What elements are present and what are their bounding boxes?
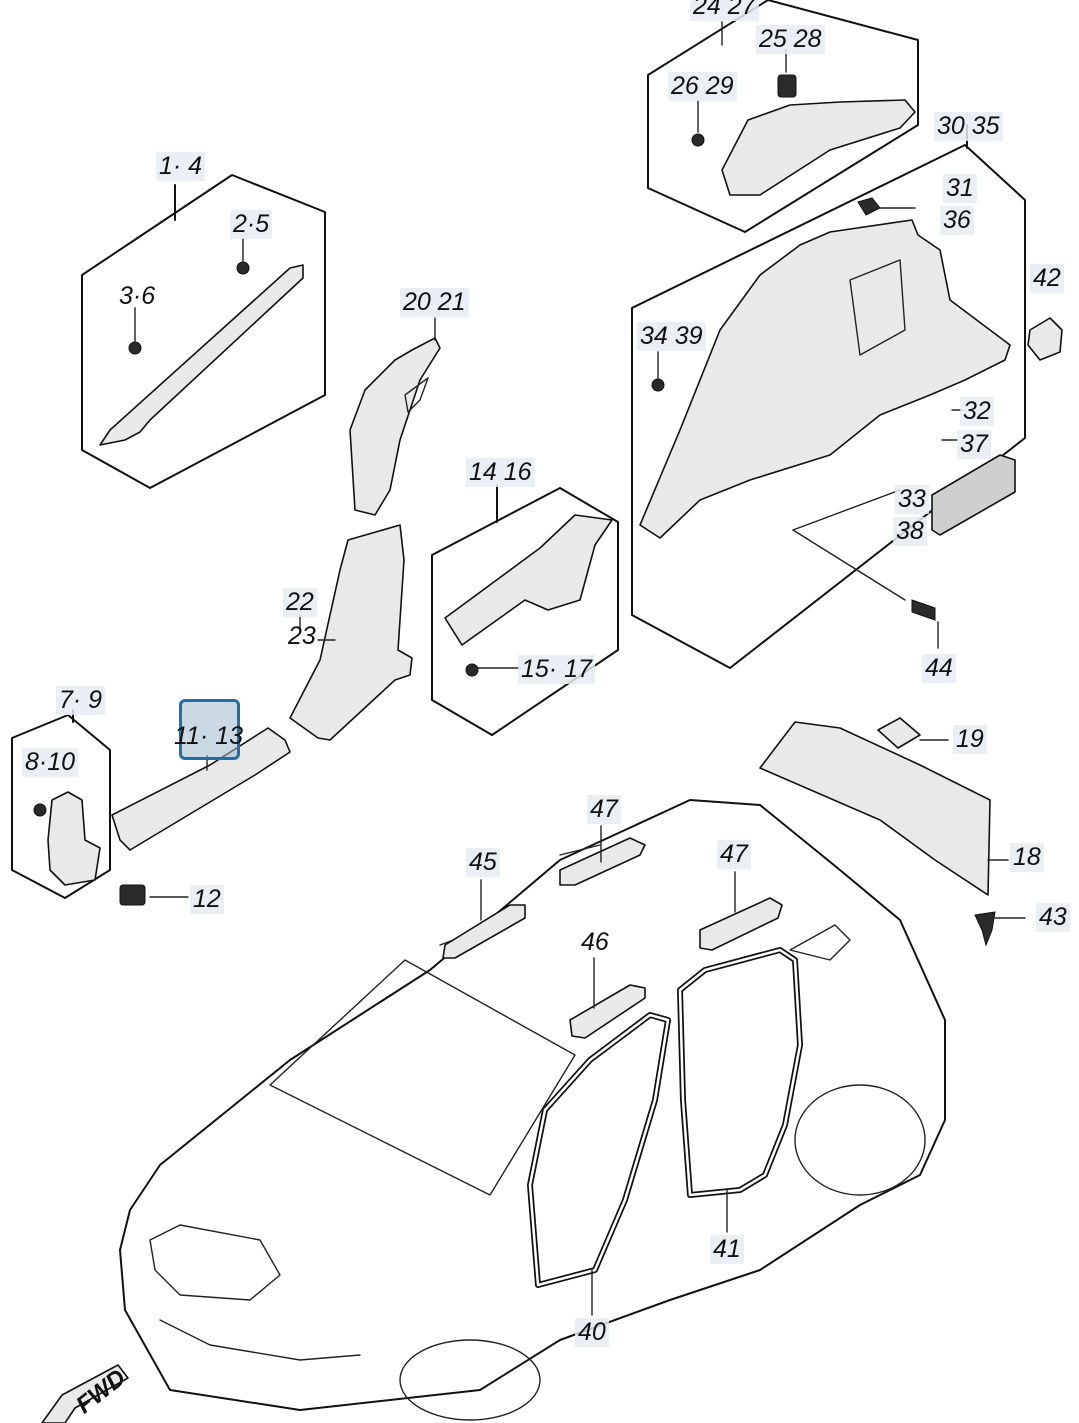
callout-8-10[interactable]: 8·10 [22,748,79,777]
rear-upper-trim [721,99,916,196]
callout-34-39[interactable]: 34 39 [637,322,706,351]
a-pillar-trim [99,264,304,446]
fwd-arrow [41,1364,129,1423]
callout-19[interactable]: 19 [953,725,987,754]
group-kick-panel [11,709,111,899]
callout-43[interactable]: 43 [1036,903,1070,932]
callout-2-5[interactable]: 2·5 [230,210,273,239]
b-pillar-lower-trim [289,524,413,741]
callout-20-21[interactable]: 20 21 [400,288,469,317]
callout-22[interactable]: 22 [283,588,317,617]
front-door-seal [527,1012,671,1288]
b-pillar-upper-trim [349,337,441,516]
callout-41[interactable]: 41 [710,1235,744,1264]
callout-24-27[interactable]: 24 27 [690,0,759,21]
callout-30-35[interactable]: 30 35 [934,112,1003,141]
callout-42[interactable]: 42 [1030,264,1064,293]
group-b-pillar-upper [349,317,441,516]
callout-44[interactable]: 44 [922,654,956,683]
highlighted-callout-box[interactable] [179,699,240,760]
callout-37[interactable]: 37 [957,430,991,459]
grip-45 [442,904,526,959]
callout-11-13[interactable]: 11· 13 [174,722,244,750]
rear-scuff-plate [444,514,613,646]
assist-grips [442,837,783,1039]
callout-45[interactable]: 45 [466,848,500,877]
callout-1-4[interactable]: 1· 4 [156,152,206,181]
callout-36[interactable]: 36 [940,206,974,235]
callout-18[interactable]: 18 [1010,843,1044,872]
callout-7-9[interactable]: 7· 9 [56,686,106,715]
quarter-trim-panel [639,219,1011,539]
callout-3-6[interactable]: 3·6 [119,282,156,310]
callout-14-16[interactable]: 14 16 [466,458,535,487]
trunk-lid-cover [931,454,1016,536]
callout-12[interactable]: 12 [190,885,224,914]
group-scuff-plate [431,484,619,736]
callout-47-upper[interactable]: 47 [587,795,621,824]
car-body [119,799,946,1421]
grip-47a [559,837,646,886]
callout-46[interactable]: 46 [581,928,609,956]
callout-26-29[interactable]: 26 29 [668,72,737,101]
callout-33[interactable]: 33 [895,485,929,514]
callout-25-28[interactable]: 25 28 [756,25,825,54]
callout-23[interactable]: 23 [288,622,316,650]
callout-31[interactable]: 31 [943,174,977,203]
callout-32[interactable]: 32 [960,397,994,426]
grip-47b [699,897,783,951]
group-rear-upper-trim [647,0,919,233]
group-rear-lower-trim [759,717,996,947]
group-a-pillar [81,174,326,489]
group-front-scuff [111,727,291,906]
kick-panel [47,791,101,886]
callout-40[interactable]: 40 [575,1318,609,1347]
callout-38[interactable]: 38 [893,517,927,546]
group-b-pillar-lower [289,524,413,741]
grip-46 [569,984,646,1039]
rear-door-seal [677,947,803,1198]
callout-47-right[interactable]: 47 [717,840,751,869]
callout-15-17[interactable]: 15· 17 [518,655,595,684]
door-seals [527,947,803,1288]
rear-end-trim [759,721,991,896]
leader-lines [299,21,1026,1316]
group-quarter-trim [631,124,1063,669]
